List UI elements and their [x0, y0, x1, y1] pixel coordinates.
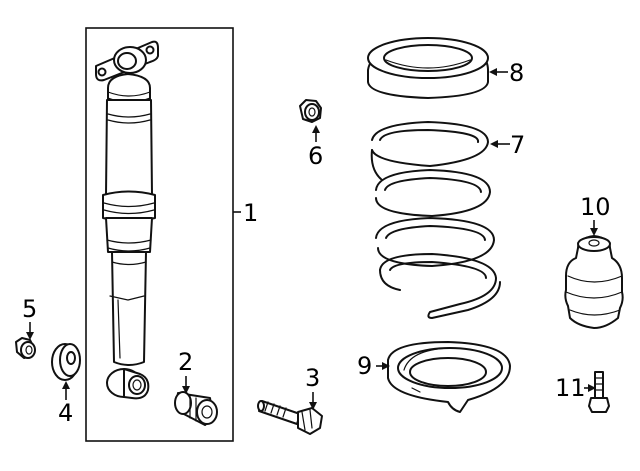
- callout-2: 2: [178, 348, 193, 376]
- callout-5: 5: [22, 295, 37, 323]
- nut-part-6: [299, 99, 322, 123]
- callout-4: 4: [58, 399, 73, 427]
- spring-isolator-part-8: [367, 37, 489, 99]
- nut-part-5: [15, 337, 36, 359]
- bolt-part-3: [257, 400, 323, 435]
- lower-spring-seat-part-9: [387, 341, 511, 413]
- callout-3: 3: [305, 364, 320, 392]
- callout-leaders: [26, 68, 598, 410]
- callout-8: 8: [509, 59, 524, 87]
- shock-absorber-part-1: [95, 40, 159, 400]
- callout-10: 10: [580, 193, 611, 221]
- jounce-bumper-part-10: [564, 235, 624, 329]
- coil-spring-part-7: [370, 121, 501, 319]
- callout-9: 9: [357, 352, 372, 380]
- callout-6: 6: [308, 142, 323, 170]
- bushing-part-2: [174, 391, 218, 426]
- callout-7: 7: [510, 131, 525, 159]
- shock-assembly-frame: [85, 27, 234, 442]
- washer-part-4: [51, 343, 81, 381]
- bolt-part-11: [588, 371, 610, 413]
- callout-1: 1: [243, 199, 258, 227]
- callout-11: 11: [555, 374, 586, 402]
